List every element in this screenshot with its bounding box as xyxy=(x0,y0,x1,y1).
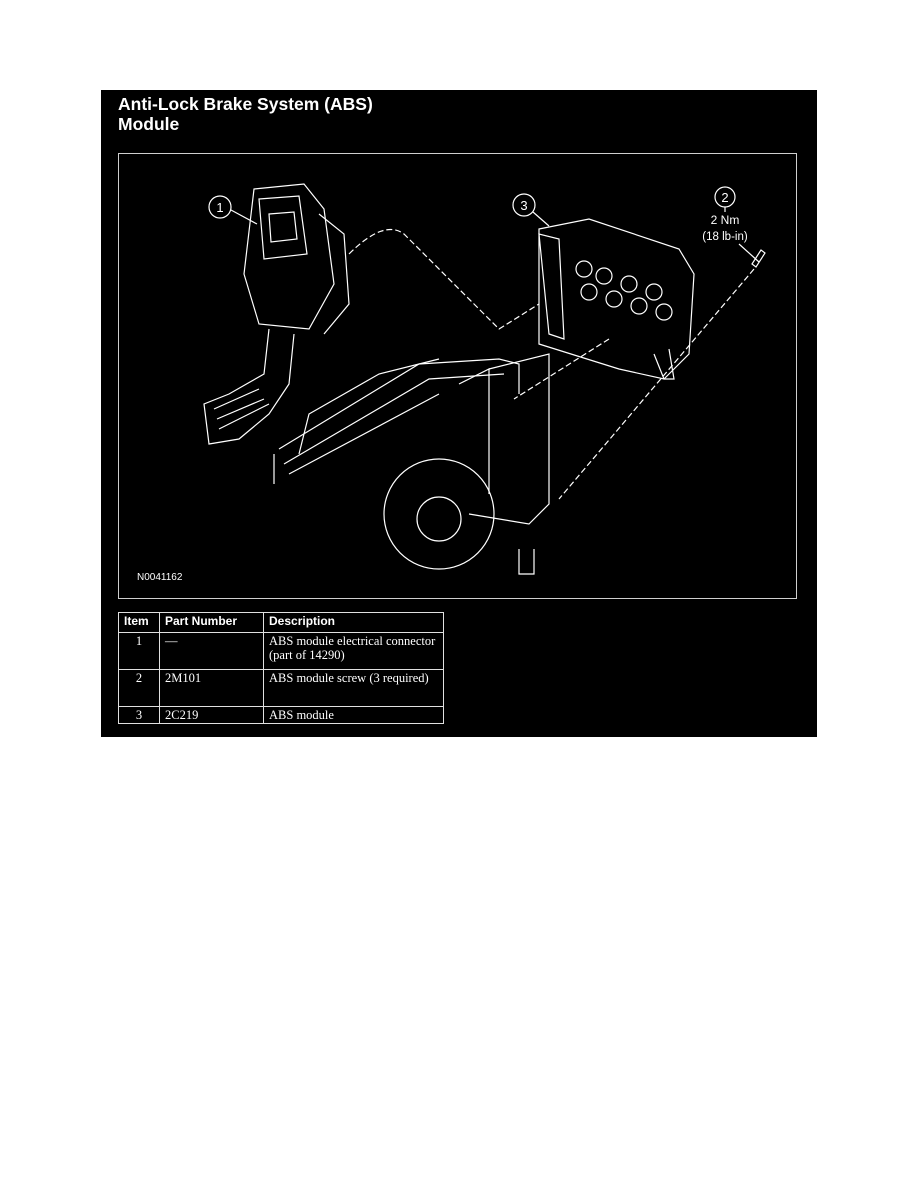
cell-description: ABS module xyxy=(263,706,444,724)
header-description: Description xyxy=(263,612,444,633)
table-row: 3 2C219 ABS module xyxy=(118,706,444,724)
callout-3-label: 3 xyxy=(520,198,527,213)
cell-item: 2 xyxy=(118,669,160,707)
callout-2-label: 2 xyxy=(721,190,728,205)
header-part-number: Part Number xyxy=(159,612,264,633)
cell-part: 2C219 xyxy=(159,706,264,724)
screw-drawing xyxy=(751,249,766,268)
illustration-code: N0041162 xyxy=(137,572,183,583)
cell-part: — xyxy=(159,632,264,670)
electrical-connector-drawing xyxy=(203,183,350,445)
title-line-1: Anti-Lock Brake System (ABS) xyxy=(118,94,373,114)
cell-item: 1 xyxy=(118,632,160,670)
table-header-row: Item Part Number Description xyxy=(118,612,444,633)
cell-item: 3 xyxy=(118,706,160,724)
torque-imperial: (18 lb-in) xyxy=(702,231,748,243)
parts-table: Item Part Number Description 1 — ABS mod… xyxy=(118,612,444,724)
header-item: Item xyxy=(118,612,160,633)
callout-1-circle xyxy=(208,195,232,219)
cell-description: ABS module electrical connector (part of… xyxy=(263,632,444,670)
cell-description: ABS module screw (3 required) xyxy=(263,669,444,707)
cell-part: 2M101 xyxy=(159,669,264,707)
hydraulic-control-unit-drawing xyxy=(273,353,550,575)
table-row: 2 2M101 ABS module screw (3 required) xyxy=(118,669,444,707)
abs-module-drawing xyxy=(538,218,695,380)
figure-title: Anti-Lock Brake System (ABS) Module xyxy=(118,94,373,134)
title-line-2: Module xyxy=(118,114,180,134)
illustration-frame: 1 3 2 2 Nm (18 lb-in) xyxy=(118,153,797,599)
torque-value: 2 Nm xyxy=(711,213,740,227)
table-row: 1 — ABS module electrical connector (par… xyxy=(118,632,444,670)
callout-1-label: 1 xyxy=(216,200,223,215)
figure-panel: Anti-Lock Brake System (ABS) Module 1 xyxy=(101,90,817,737)
abs-module-illustration: 1 3 2 2 Nm (18 lb-in) xyxy=(203,183,766,575)
callout-3-circle xyxy=(512,193,536,217)
